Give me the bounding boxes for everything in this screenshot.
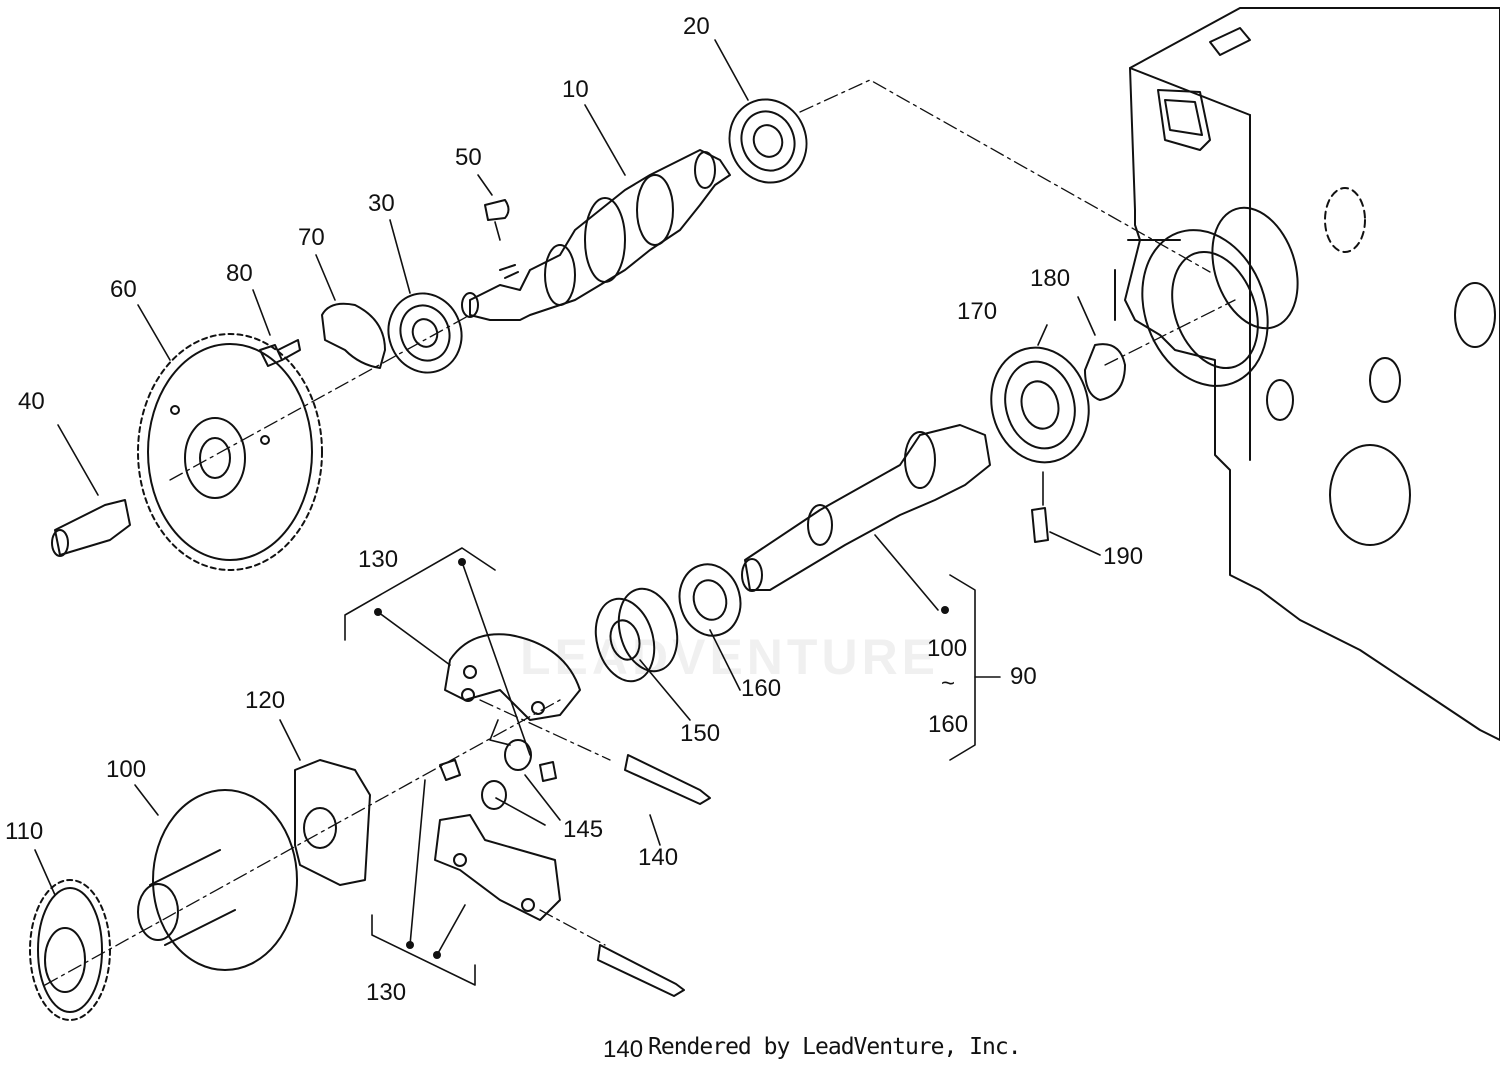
bearing-20 <box>718 89 818 194</box>
shaft-40 <box>52 500 130 556</box>
callout-170: 170 <box>957 298 998 325</box>
range-tilde: ~ <box>941 670 956 697</box>
gear-110 <box>30 880 110 1020</box>
governor-shaft <box>742 425 990 591</box>
leader-lines <box>35 40 1100 955</box>
callout-20: 20 <box>683 13 710 40</box>
callout-40: 40 <box>18 388 45 415</box>
bearing-170 <box>979 337 1102 474</box>
callout-190: 190 <box>1103 543 1144 570</box>
callout-180: 180 <box>1030 265 1071 292</box>
callout-130-upper: 130 <box>358 546 399 573</box>
set-screw-190 <box>1032 508 1048 542</box>
watermark: LEADVENTURE <box>520 629 940 685</box>
callout-120: 120 <box>245 687 286 714</box>
callout-130-lower: 130 <box>366 979 407 1006</box>
callout-70: 70 <box>298 224 325 251</box>
governor-weight-upper <box>445 634 580 720</box>
sleeve-150 <box>587 582 686 688</box>
callout-100: 100 <box>106 756 147 783</box>
gear-100 <box>138 790 297 970</box>
governor-weight-lower <box>435 815 560 920</box>
axis-lines <box>45 80 1235 985</box>
gear-60 <box>138 334 322 570</box>
render-credit: Rendered by LeadVenture, Inc. <box>648 1034 1022 1060</box>
group-dots <box>374 558 949 959</box>
camshaft <box>462 150 730 320</box>
pin-140 <box>598 755 710 996</box>
callout-160: 160 <box>741 675 782 702</box>
engine-block <box>1115 8 1500 740</box>
callout-90: 90 <box>1010 663 1037 690</box>
key-50 <box>485 200 509 220</box>
callout-110: 110 <box>5 818 44 845</box>
thrust-plate-70 <box>322 304 385 368</box>
callout-80: 80 <box>226 260 253 287</box>
callout-145: 145 <box>563 816 604 843</box>
callout-10: 10 <box>562 76 589 103</box>
snap-ring-180 <box>1085 344 1125 400</box>
bearing-30 <box>377 283 472 383</box>
callout-60: 60 <box>110 276 137 303</box>
pins-145 <box>440 740 556 809</box>
range-to: 160 <box>928 711 969 738</box>
holder-120 <box>295 760 370 885</box>
bolt-80 <box>260 340 300 366</box>
range-from: 100 <box>927 635 968 662</box>
callout-50: 50 <box>455 144 482 171</box>
callout-140-upper: 140 <box>638 844 679 871</box>
washer-160 <box>672 557 749 642</box>
callout-140-lower: 140 <box>603 1036 644 1063</box>
callout-30: 30 <box>368 190 395 217</box>
callout-150: 150 <box>680 720 721 747</box>
group-brackets <box>345 548 1000 985</box>
